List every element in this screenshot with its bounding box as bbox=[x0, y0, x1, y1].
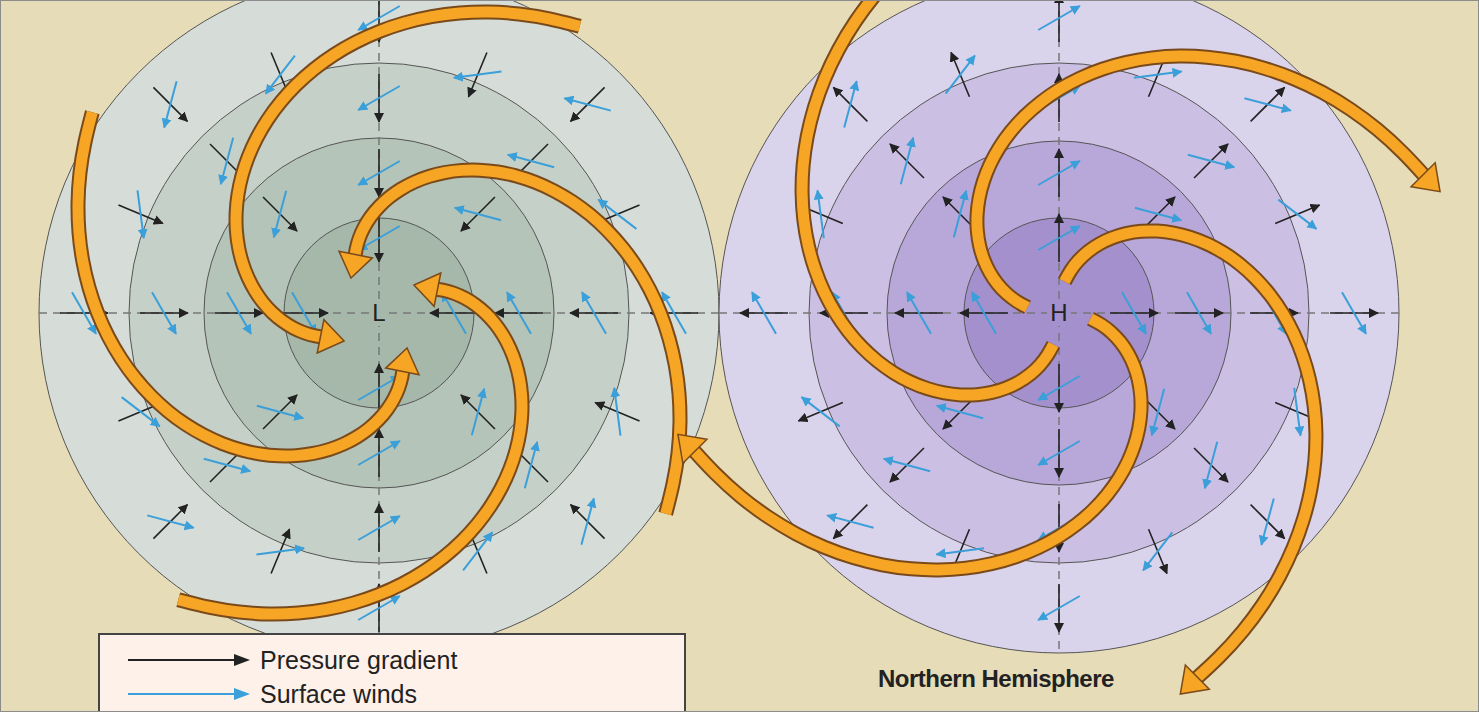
surface-wind-arrow bbox=[954, 191, 966, 237]
high-pressure-system: H bbox=[719, 0, 1399, 653]
flow-arm-outline bbox=[1065, 231, 1316, 681]
legend-text: Pressure gradient bbox=[260, 646, 457, 675]
surface-wind-arrow bbox=[1294, 388, 1300, 436]
surface-wind-arrow bbox=[946, 56, 975, 94]
legend-sample-line bbox=[128, 659, 236, 661]
surface-wind-arrow bbox=[901, 138, 913, 184]
flow-arm-head bbox=[386, 348, 419, 375]
flow-arm-outline bbox=[691, 319, 1141, 570]
surface-wind-arrow bbox=[1342, 292, 1366, 334]
surface-wind-arrow bbox=[1038, 376, 1080, 400]
surface-wind-arrow bbox=[138, 190, 144, 238]
surface-wind-arrow bbox=[472, 389, 484, 435]
surface-wind-arrow bbox=[1278, 200, 1316, 229]
pressure-gradient-arrow bbox=[1058, 0, 1060, 42]
surface-wind-arrow bbox=[204, 459, 250, 471]
surface-wind-arrow bbox=[1122, 292, 1146, 334]
surface-wind-arrow bbox=[582, 292, 606, 334]
flow-arm-head bbox=[317, 320, 344, 353]
surface-wind-arrow bbox=[1188, 155, 1234, 167]
flow-arm-head bbox=[1180, 665, 1209, 694]
surface-wind-arrow bbox=[752, 292, 776, 334]
surface-wind-arrow bbox=[614, 388, 620, 436]
surface-wind-arrow bbox=[1038, 226, 1080, 250]
surface-wind-arrow bbox=[1038, 596, 1080, 620]
surface-wind-arrow bbox=[508, 155, 554, 167]
legend-sample-line bbox=[128, 693, 236, 695]
flow-arm-outline bbox=[78, 112, 404, 456]
legend-sample bbox=[100, 650, 260, 670]
legend-text: Surface winds bbox=[260, 680, 417, 709]
surface-wind-arrow bbox=[256, 548, 304, 554]
surface-wind-arrow bbox=[1152, 389, 1164, 435]
surface-wind-arrow bbox=[358, 516, 400, 540]
surface-wind-arrow bbox=[1261, 498, 1273, 544]
surface-wind-arrow bbox=[1038, 6, 1080, 30]
surface-wind-arrow bbox=[257, 406, 303, 418]
surface-wind-arrow bbox=[221, 138, 233, 184]
flow-arm-head bbox=[1411, 163, 1440, 192]
flow-arm bbox=[977, 56, 1427, 307]
surface-wind-arrow bbox=[454, 72, 502, 78]
flow-arm-head bbox=[339, 251, 372, 278]
legend-box: Pressure gradientSurface winds bbox=[98, 633, 686, 712]
low-pressure-system: L bbox=[39, 0, 719, 653]
isobar-ring bbox=[39, 0, 719, 653]
flow-arm-head bbox=[414, 273, 441, 306]
legend-sample-head bbox=[234, 688, 250, 700]
surface-wind-arrow bbox=[1135, 208, 1181, 220]
legend-sample-head bbox=[234, 654, 250, 666]
surface-wind-arrow bbox=[1134, 72, 1182, 78]
surface-wind-arrow bbox=[581, 498, 593, 544]
pressure-center-label: H bbox=[1047, 300, 1070, 326]
flow-spiral bbox=[78, 12, 680, 614]
surface-wind-arrow bbox=[358, 86, 400, 110]
surface-wind-arrow bbox=[818, 190, 824, 238]
legend-sample bbox=[100, 684, 260, 704]
surface-wind-arrow bbox=[227, 292, 251, 334]
surface-wind-arrow bbox=[972, 292, 996, 334]
pressure-center-label: L bbox=[369, 300, 388, 326]
surface-wind-arrow bbox=[1038, 441, 1080, 465]
surface-wind-arrow bbox=[1244, 98, 1290, 110]
surface-wind-arrow bbox=[844, 81, 856, 127]
pressure-system-figure bbox=[39, 0, 719, 653]
flow-arm bbox=[1065, 231, 1316, 681]
surface-wind-arrow bbox=[1038, 161, 1080, 185]
legend-row: Pressure gradient bbox=[100, 643, 684, 677]
surface-wind-arrow bbox=[884, 459, 930, 471]
surface-wind-arrow bbox=[358, 161, 400, 185]
flow-arm bbox=[802, 0, 1053, 395]
legend-row: Surface winds bbox=[100, 677, 684, 711]
isobar-ring bbox=[887, 141, 1231, 485]
surface-wind-arrow bbox=[564, 98, 610, 110]
surface-wind-arrow bbox=[525, 442, 537, 488]
surface-wind-arrow bbox=[827, 515, 873, 527]
surface-wind-arrow bbox=[147, 515, 193, 527]
flow-arm-outline bbox=[977, 56, 1427, 307]
hemisphere-label: Northern Hemisphere bbox=[878, 665, 1114, 693]
flow-arm bbox=[691, 319, 1141, 570]
flow-arm-outline bbox=[802, 0, 1053, 395]
surface-wind-arrow bbox=[936, 548, 984, 554]
surface-wind-arrow bbox=[907, 292, 931, 334]
surface-wind-arrow bbox=[937, 406, 983, 418]
surface-wind-arrow bbox=[802, 397, 840, 426]
arrow-grid bbox=[60, 0, 698, 632]
flow-spiral bbox=[678, 0, 1440, 694]
surface-wind-arrow bbox=[1187, 292, 1211, 334]
surface-wind-arrow bbox=[455, 208, 501, 220]
isobar-ring bbox=[204, 138, 554, 488]
surface-wind-arrow bbox=[152, 292, 176, 334]
surface-wind-arrow bbox=[507, 292, 531, 334]
surface-wind-arrow bbox=[164, 81, 176, 127]
flow-arm bbox=[78, 112, 404, 456]
surface-wind-arrow bbox=[358, 441, 400, 465]
pressure-system-figure bbox=[719, 0, 1399, 653]
surface-wind-arrow bbox=[274, 191, 286, 237]
flow-arm-head bbox=[678, 434, 707, 463]
surface-wind-arrow bbox=[1205, 442, 1217, 488]
surface-wind-arrow bbox=[1143, 532, 1172, 570]
